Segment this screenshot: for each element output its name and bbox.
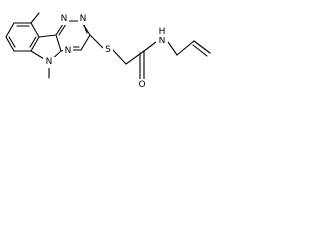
bond-c-n [143,41,157,52]
bond-triazine-double [58,23,67,36]
molecule-structure: N N N N S O N H [5,12,211,90]
atom-oxygen: O [138,80,145,90]
molecule-diagram: N N N N S O N H [0,0,212,103]
bond-ch2-ch [176,40,195,56]
bond-benzene-double [29,36,37,48]
bond-ch2-co [125,50,145,65]
bond-benzene-double [8,36,16,48]
bond-benzene [30,36,40,52]
bond-benzene [5,36,15,52]
atom-n-triazine-top-left: N [61,14,68,24]
atom-n-triazine-bottom: N [65,46,72,56]
bond-n-ch2 [167,41,178,56]
atom-n-indole: N [46,57,53,67]
bond-s-ch2 [111,48,127,65]
bond-pyrrole [38,34,57,38]
atom-sulfur: S [105,45,111,55]
bond-c-s [89,34,105,50]
bond-pyrrole [55,34,62,52]
bond-triazine-double [83,24,88,34]
bond-ch-ch2-double [192,44,208,57]
bond-benzene [5,22,15,38]
atom-n-triazine-top-right: N [80,14,87,24]
bond-triazine [80,34,91,51]
atom-h-amide: H [159,27,166,37]
bond-benzene [30,22,40,38]
bond-methyl-benzene [30,12,40,24]
bond-ch-ch2 [193,40,211,54]
atom-n-amide: N [159,36,166,46]
